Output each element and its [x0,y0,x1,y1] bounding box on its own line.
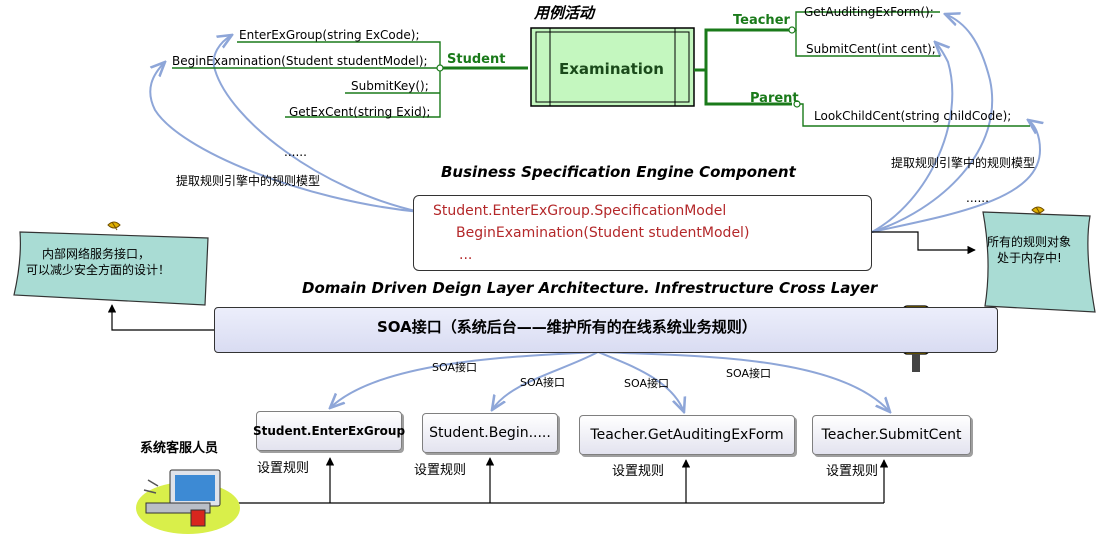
student-method: EnterExGroup(string ExCode); [239,28,420,42]
engine-title: Business Specification Engine Component [441,163,796,181]
engine-line: ... [459,247,473,263]
note-left-line: 可以减少安全方面的设计！ [26,263,171,277]
engine-box [413,195,872,271]
student-label: Student [447,52,506,67]
service-teacher-getauditingexform: Teacher.GetAuditingExForm [579,415,795,455]
note-left-shape [13,231,209,306]
service-student-enterexgroup: Student.EnterExGroup [253,411,405,451]
student-method: GetExCent(string Exid); [289,105,431,119]
soa-branch-label: SOA接口 [432,361,477,374]
note-right-line: 处于内存中! [997,251,1062,265]
soa-branch-label: SOA接口 [624,377,669,390]
curve-to-lookchild [871,120,1040,233]
note-right-shape [982,211,1096,313]
engine-line: Student.EnterExGroup.SpecificationModel [433,203,727,219]
soa-bar [214,307,998,353]
student-method: BeginExamination(Student studentModel); [172,54,428,68]
student-method: SubmitKey(); [351,79,429,93]
layer-title: Domain Driven Deign Layer Architecture. … [302,279,878,297]
soa-bar-label: SOA接口（系统后台——维护所有的在线系统业务规则） [377,318,757,336]
engine-line: BeginExamination(Student studentModel) [456,225,750,241]
service-student-begin: Student.Begin..... [422,413,558,453]
set-rule-label: 设置规则 [257,461,310,476]
examination-box [530,27,695,107]
operator-label: 系统客服人员 [140,441,219,456]
soa-branch-label: SOA接口 [520,376,565,389]
curve-to-enterexgroup [212,35,421,213]
note-right-line: 所有的规则对象 [987,235,1072,249]
operator-lines [238,457,889,504]
soa-branches [330,351,890,412]
set-rule-label: 设置规则 [414,463,467,478]
use-case-title: 用例活动 [534,4,595,22]
student-bracket [172,41,441,118]
note-left-line: 内部网络服务接口， [42,247,151,261]
teacher-method: SubmitCent(int cent); [806,42,936,56]
teacher-method: GetAuditingExForm(); [804,5,934,19]
examination-label: Examination [559,60,664,78]
parent-method: LookChildCent(string childCode); [814,109,1012,123]
teacher-label: Teacher [733,13,790,28]
computer-icon [136,469,240,534]
set-rule-label: 设置规则 [612,464,665,479]
pin-icon [1031,206,1045,216]
right-connector [694,28,792,106]
ellipsis-left: ...... [284,145,307,159]
curve-to-beginexamination [149,62,421,213]
curve-to-getauditing [871,14,994,233]
soa-to-note-arrow [107,304,215,331]
extract-rule-label-left: 提取规则引擎中的规则模型 [176,174,321,188]
extract-rule-label-right: 提取规则引擎中的规则模型 [891,156,1036,170]
parent-label: Parent [750,91,799,106]
service-teacher-submitcent: Teacher.SubmitCent [812,415,971,455]
pin-icon [107,221,121,231]
ellipsis-right: ...... [966,191,989,205]
soa-branch-label: SOA接口 [726,367,771,380]
set-rule-label: 设置规则 [826,464,879,479]
engine-to-memory-arrow [872,231,976,255]
curve-to-submitcent [871,42,954,233]
